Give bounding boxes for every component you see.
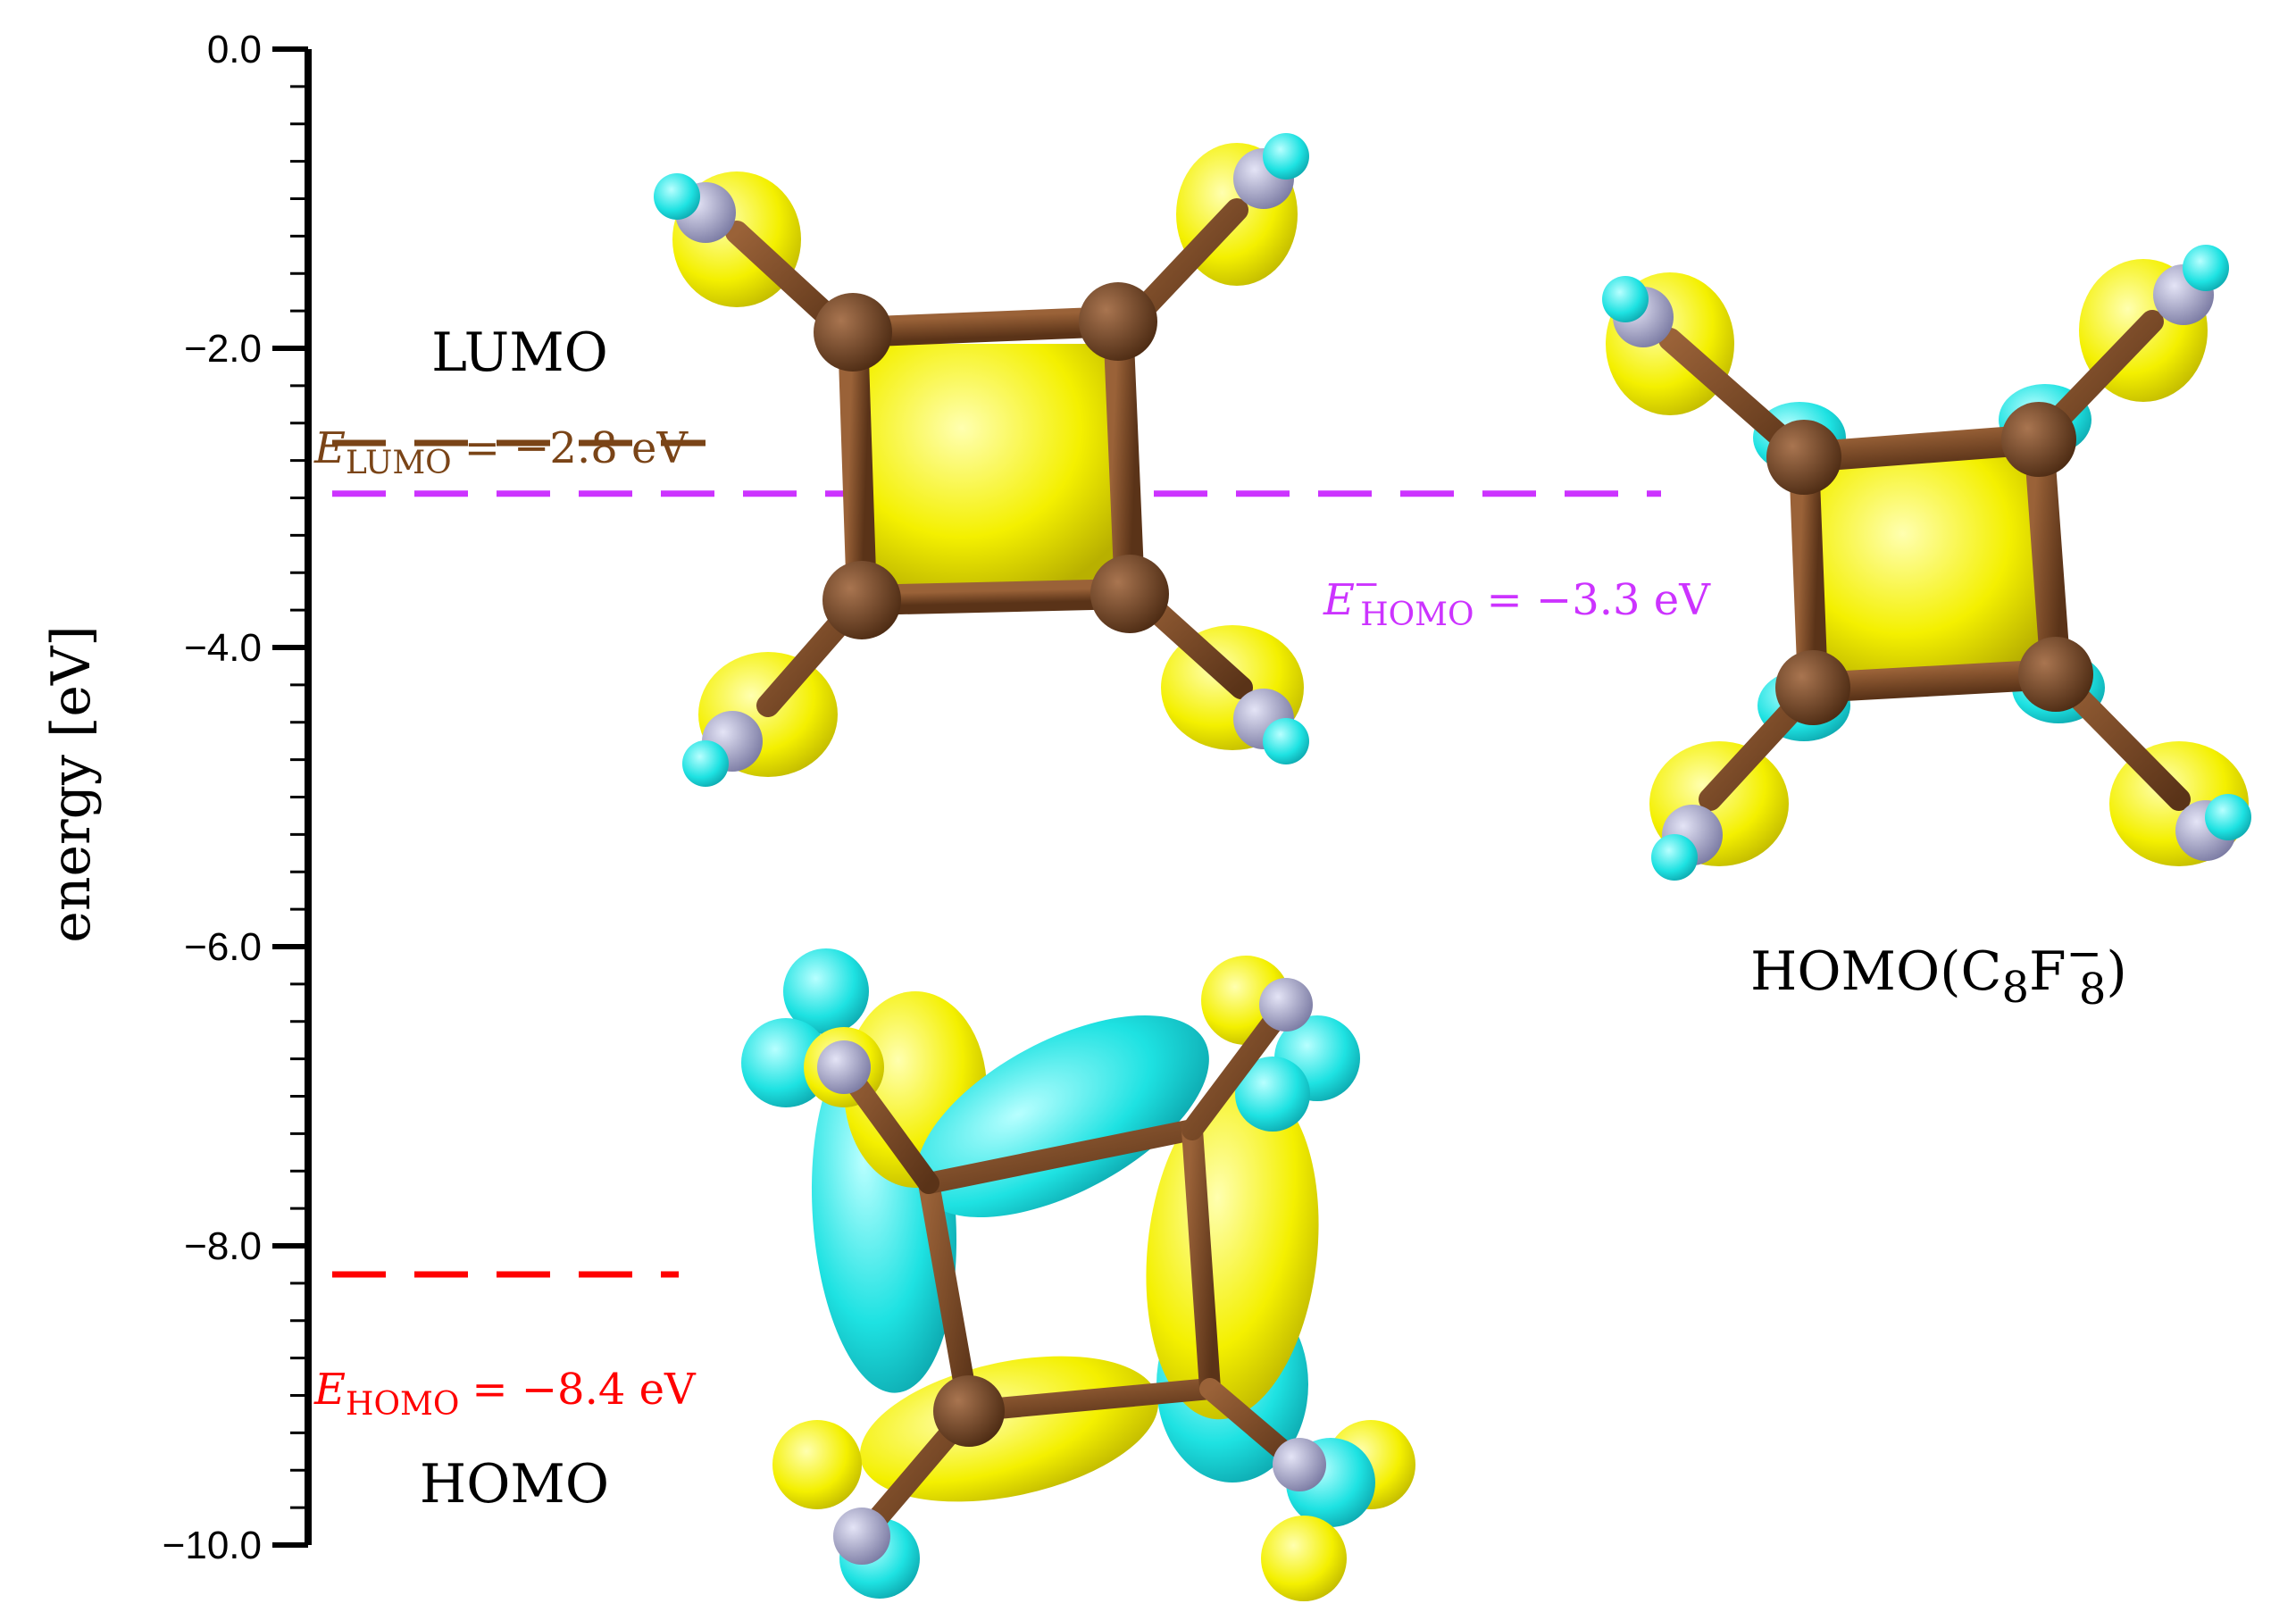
lumo-carbon-atoms (814, 282, 1169, 639)
anion-carbon-atoms (1766, 402, 2093, 725)
anion-label-end: ) (2106, 940, 2126, 1003)
anion-homo-energy-label: E−HOMO = −3.3 eV (1323, 566, 1711, 633)
y-tick-label: −2.0 (184, 327, 262, 371)
anion-energy-subscript: HOMO (1360, 597, 1474, 633)
major-ticks (272, 46, 308, 1548)
lumo-orbital-image (654, 133, 1309, 787)
anion-energy-symbol: E (1323, 575, 1355, 625)
anion-label-main: HOMO(C (1750, 940, 2001, 1003)
anion-label-sup: − (2066, 929, 2102, 979)
anion-center-lobe (1813, 455, 2050, 679)
lumo-label: LUMO (431, 322, 608, 384)
lumo-energy-symbol: E (313, 423, 346, 473)
homo-label: HOMO (420, 1453, 609, 1516)
anion-cage-bonds (1789, 424, 2071, 703)
homo-energy-value: = −8.4 eV (472, 1365, 697, 1415)
homo-energy-label: EHOMO = −8.4 eV (313, 1365, 697, 1423)
y-tick-label: −6.0 (184, 925, 262, 969)
y-tick-label: −10.0 (163, 1524, 262, 1567)
anion-homo-label: HOMO(C8F−8) (1750, 929, 2127, 1015)
homo-energy-subscript: HOMO (346, 1386, 459, 1423)
y-axis: 0.0 −2.0 −4.0 −6.0 −8.0 −10.0 energy [eV] (40, 28, 312, 1567)
lumo-energy-subscript: LUMO (346, 445, 452, 481)
anion-energy-value: = −3.3 eV (1487, 575, 1712, 625)
lumo-center-lobe (862, 344, 1125, 585)
y-axis-label: energy [eV] (40, 625, 103, 942)
lumo-fluorine-atoms (654, 133, 1309, 787)
y-tick-label: −4.0 (184, 626, 262, 670)
energy-labels: ELUMO= −2.8 eV E−HOMO= −3.3 eV EHOMO= −8… (313, 423, 1711, 1423)
homo-energy-symbol: E (313, 1365, 346, 1415)
anion-label-mid: F (2029, 940, 2066, 1003)
y-tick-label: 0.0 (207, 28, 262, 71)
lumo-energy-value: = −2.8 eV (464, 423, 689, 473)
anion-label-sub1: 8 (2001, 963, 2029, 1013)
anion-energy-superscript: − (1353, 566, 1380, 603)
homo-atoms (817, 978, 1326, 1565)
tick-labels: 0.0 −2.0 −4.0 −6.0 −8.0 −10.0 (163, 28, 262, 1567)
homo-orbital-image (741, 948, 1415, 1601)
anion-label-sub2: 8 (2079, 965, 2107, 1015)
lumo-cage-bonds (838, 306, 1145, 615)
minor-ticks (290, 85, 308, 1509)
anion-homo-orbital-image (1602, 245, 2251, 881)
y-tick-label: −8.0 (184, 1224, 262, 1268)
lumo-energy-label: ELUMO = −2.8 eV (313, 423, 689, 481)
anion-fluorine-atoms (1602, 245, 2251, 881)
